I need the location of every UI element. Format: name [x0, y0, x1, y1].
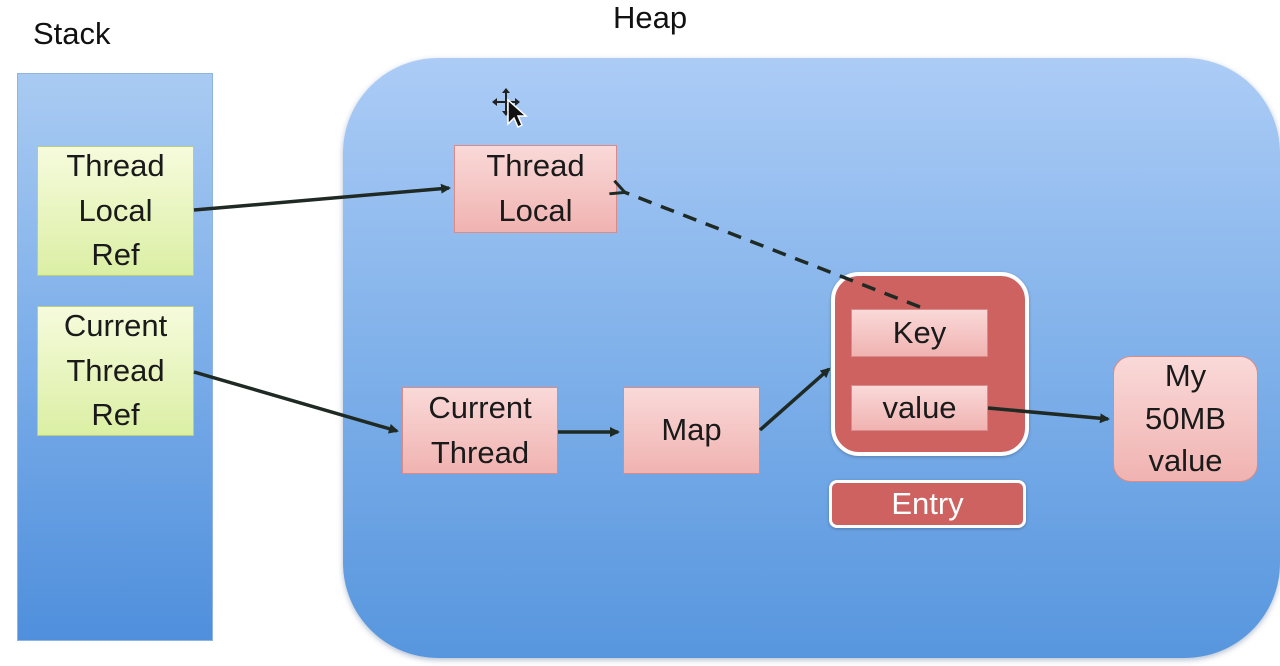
- move-cursor-icon: [492, 88, 528, 128]
- stack-title: Stack: [33, 16, 111, 51]
- map-node[interactable]: Map: [623, 387, 760, 474]
- current-thread-ref-node[interactable]: Current Thread Ref: [37, 306, 194, 436]
- arrow-currentthreadref-to-currentthread: [193, 370, 399, 434]
- dashed-arrow-key-to-threadlocal: [624, 192, 921, 309]
- thread-local-ref-node[interactable]: Thread Local Ref: [37, 146, 194, 276]
- my-50mb-value-label: My 50MB value: [1145, 357, 1226, 479]
- current-thread-node[interactable]: Current Thread: [402, 387, 558, 474]
- arrow-value-to-my-value: [987, 406, 1110, 424]
- value-label: value: [882, 389, 957, 425]
- current-thread-label: Current Thread: [428, 389, 532, 470]
- current-thread-ref-label: Current Thread Ref: [63, 307, 168, 433]
- thread-local-label: Thread Local: [486, 148, 585, 228]
- arrow-threadlocalref-to-threadlocal: [193, 183, 451, 212]
- thread-local-ref-label: Thread Local Ref: [66, 147, 165, 273]
- key-label: Key: [892, 314, 947, 350]
- value-node[interactable]: value: [851, 385, 988, 431]
- key-node[interactable]: Key: [851, 309, 988, 357]
- arrow-map-to-entry: [758, 367, 831, 432]
- entry-label: Entry: [829, 480, 1026, 528]
- map-label: Map: [661, 412, 722, 448]
- heap-title: Heap: [613, 0, 688, 35]
- my-50mb-value-node[interactable]: My 50MB value: [1113, 356, 1258, 482]
- thread-local-node[interactable]: Thread Local: [454, 145, 617, 233]
